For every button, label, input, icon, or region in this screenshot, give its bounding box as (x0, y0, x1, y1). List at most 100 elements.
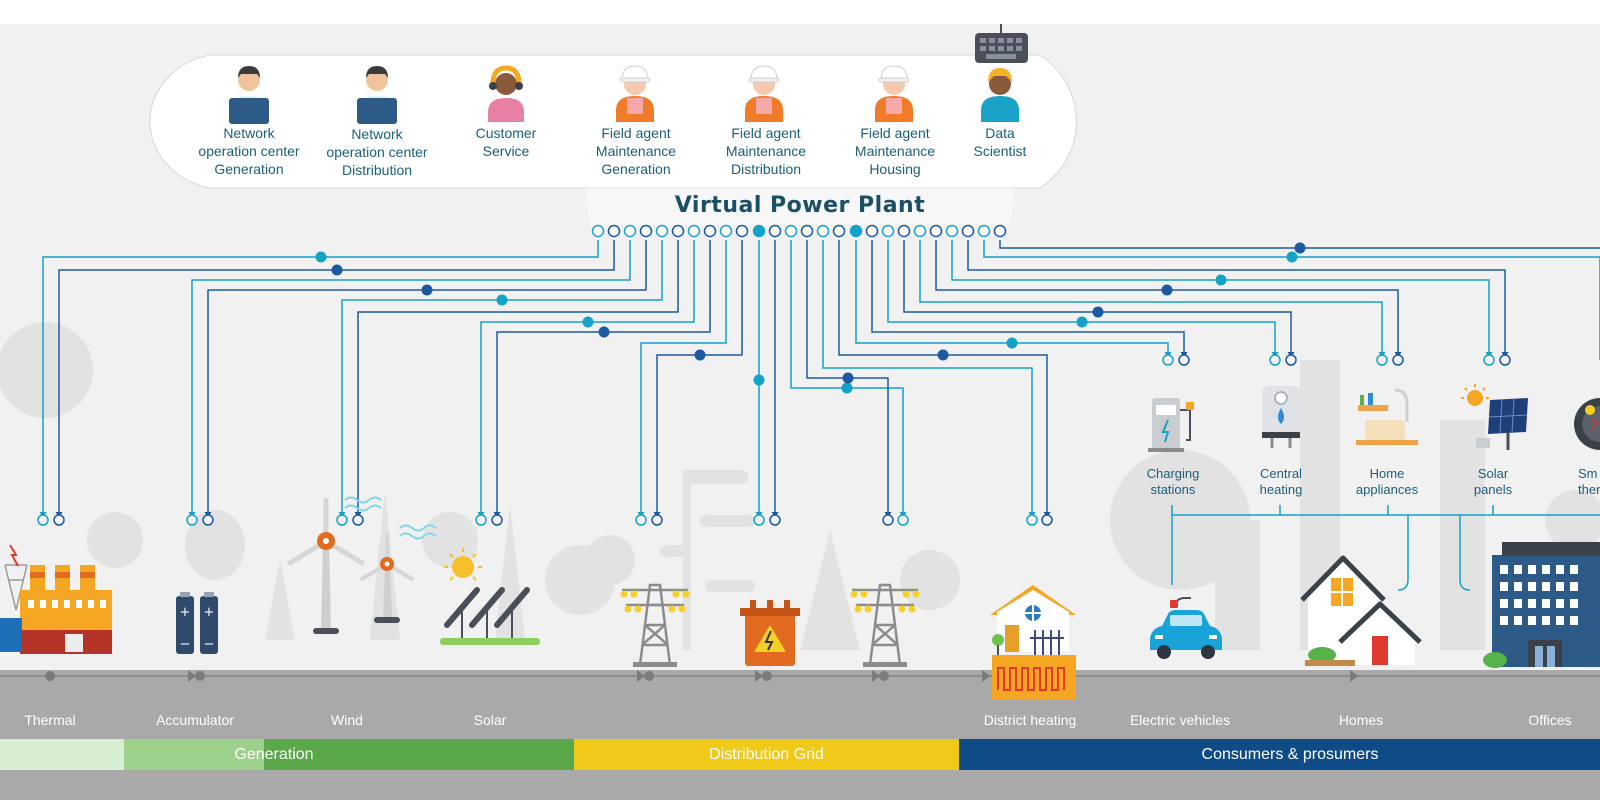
hardhat-worker-icon (875, 65, 913, 122)
headset-agent-icon (488, 65, 524, 122)
cloud-neck (585, 188, 1015, 225)
thermal-plant-icon (0, 544, 112, 654)
end-port (1483, 354, 1495, 366)
connection-line (871, 240, 1185, 360)
hub-port (800, 224, 814, 238)
end-port (1162, 354, 1174, 366)
signal-dot (1092, 306, 1104, 318)
band-generation-light (124, 739, 264, 770)
end-port (186, 514, 198, 526)
boiler-icon (1262, 386, 1300, 448)
device-label-smart-thermostat: Sm therm (1578, 466, 1600, 497)
device-label-home-appliances: Home appliances (1355, 466, 1419, 497)
hub-port (639, 224, 653, 238)
hub-port (865, 224, 879, 238)
signal-dot (421, 284, 433, 296)
signal-dot (582, 316, 594, 328)
connection-line (919, 240, 1383, 360)
hub-port (784, 224, 798, 238)
end-port (53, 514, 65, 526)
ground-label-wind: Wind (331, 712, 363, 728)
charging-station-icon (1148, 398, 1194, 452)
hub-port (897, 224, 911, 238)
pylon-left-icon (620, 583, 690, 667)
signal-dot (1215, 274, 1227, 286)
hub-port (881, 224, 895, 238)
role-label-customer-service: Customer Service (475, 125, 537, 159)
signal-dot (496, 294, 508, 306)
signal-dot (1294, 242, 1306, 254)
end-port (1026, 514, 1038, 526)
connection-line (999, 240, 1600, 249)
end-port (1376, 354, 1388, 366)
homes-icon (1300, 555, 1422, 666)
connection-ports (591, 224, 1007, 238)
end-port (491, 514, 503, 526)
ground-label-thermal: Thermal (24, 712, 76, 728)
hub-port (703, 224, 717, 238)
device-label-solar-panels: Solar panels (1473, 466, 1513, 497)
hub-port (816, 224, 830, 238)
band-generation (264, 739, 574, 770)
connection-line (967, 240, 1506, 360)
role-label-data-scientist: Data Scientist (973, 125, 1027, 159)
footer-strip (0, 770, 1600, 800)
band-label-distribution-grid: Distribution Grid (709, 746, 824, 763)
transformer-icon (740, 600, 800, 666)
hardhat-worker-icon (745, 65, 783, 122)
signal-dot (842, 372, 854, 384)
hub-port (832, 224, 846, 238)
data-scientist-icon (981, 68, 1019, 122)
district-heating-house-icon (990, 585, 1076, 700)
signal-dot (331, 264, 343, 276)
signal-dot (694, 349, 706, 361)
signal-dot (937, 349, 949, 361)
end-port (897, 514, 909, 526)
ground-label-offices: Offices (1528, 712, 1572, 728)
ground-label-homes: Homes (1338, 712, 1384, 728)
thermostat-icon: 20 (1574, 398, 1600, 450)
hub-port (768, 224, 782, 238)
band-consumers (959, 739, 1600, 770)
end-port (635, 514, 647, 526)
svg-text:+: + (180, 605, 191, 620)
hub-port (735, 224, 749, 238)
pylon-right-icon (850, 583, 920, 667)
ground-label-electric-vehicles: Electric vehicles (1129, 712, 1231, 728)
hub-port (849, 224, 863, 238)
end-port (1285, 354, 1297, 366)
end-port (1178, 354, 1190, 366)
keyboard-icon (975, 24, 1028, 63)
hardhat-worker-icon (616, 65, 654, 122)
signal-dot (1286, 251, 1298, 263)
signal-dot (841, 382, 853, 394)
end-port (1499, 354, 1511, 366)
end-port (336, 514, 348, 526)
hub-port (945, 224, 959, 238)
hub-port (623, 224, 637, 238)
signal-dot (598, 326, 610, 338)
device-label-charging-stations: Charging stations (1146, 466, 1200, 497)
connection-line (191, 240, 631, 520)
hub-port (671, 224, 685, 238)
hub-port (929, 224, 943, 238)
signal-dot (753, 374, 765, 386)
appliances-icon (1356, 388, 1418, 445)
hub-port (591, 224, 605, 238)
hub-port (977, 224, 991, 238)
ground-label-accumulator: Accumulator (156, 712, 234, 728)
hub-port (719, 224, 733, 238)
end-port (1269, 354, 1281, 366)
signal-dot (1161, 284, 1173, 296)
svg-text:20: 20 (1590, 418, 1600, 434)
svg-text:−: − (204, 637, 215, 652)
hub-port (687, 224, 701, 238)
end-port (769, 514, 781, 526)
end-port (753, 514, 765, 526)
role-label-noc-generation: Network operation center Generation (198, 125, 300, 177)
battery-icon: + + − − (176, 592, 218, 654)
wind-turbine-icon (287, 496, 437, 634)
hub-port (913, 224, 927, 238)
